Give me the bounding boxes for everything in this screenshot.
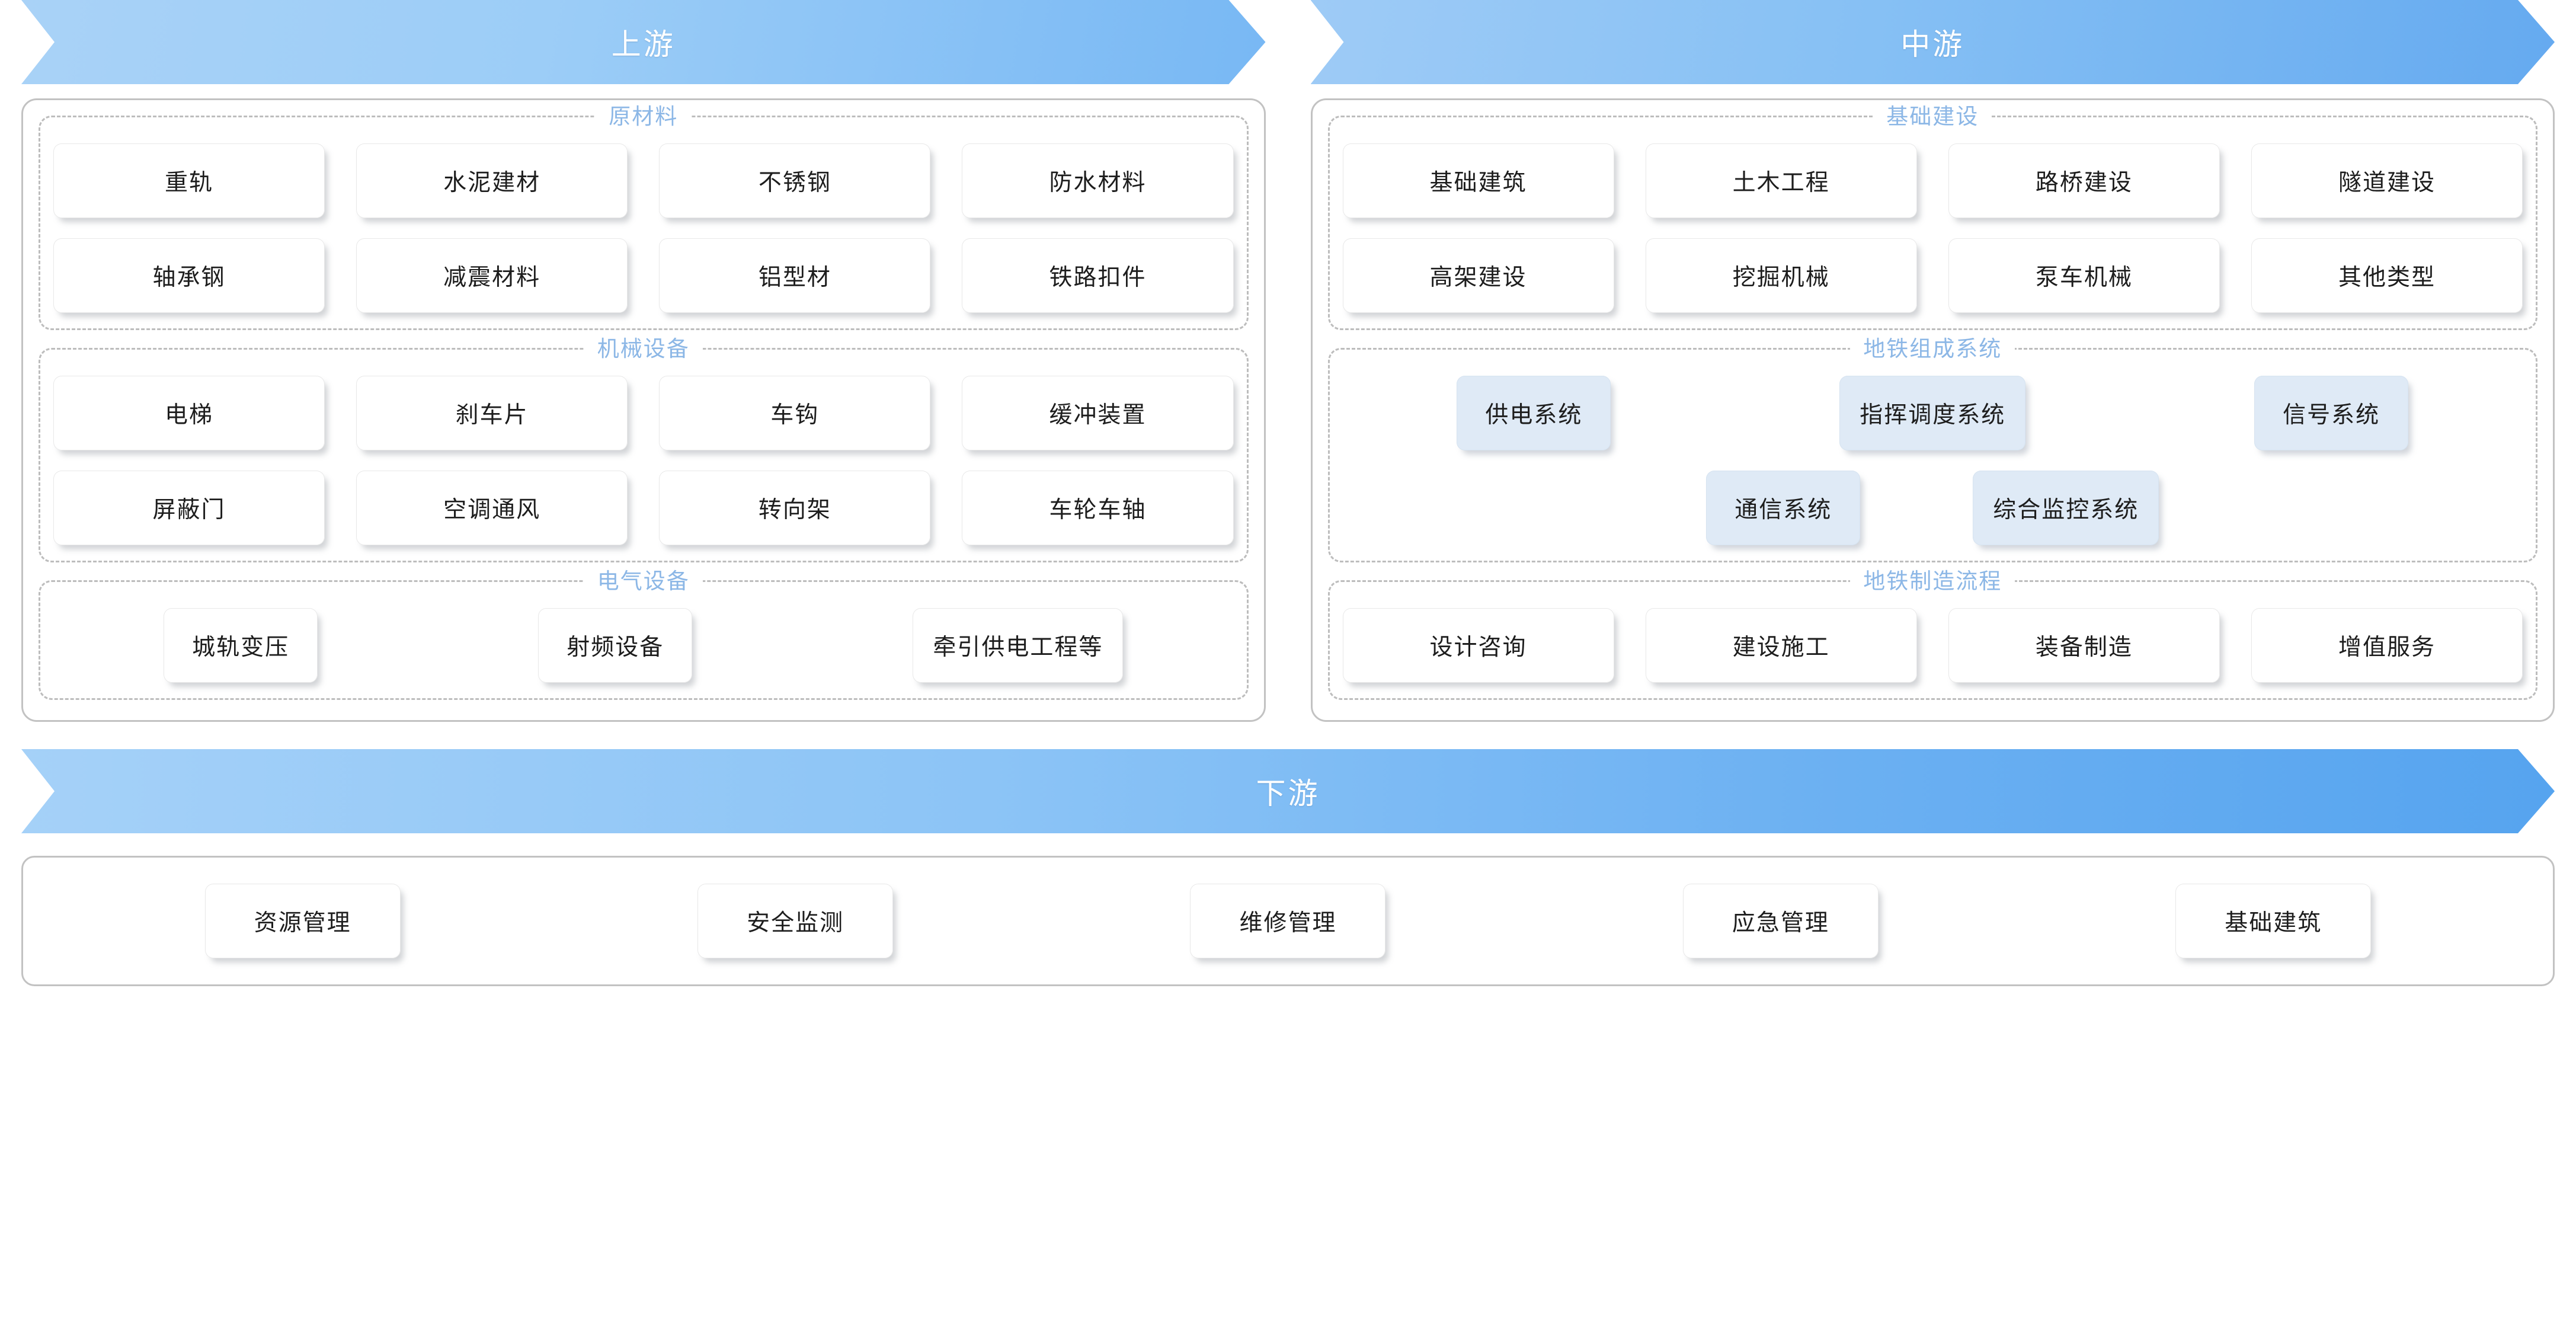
card-item[interactable]: 缓冲装置 (962, 376, 1234, 450)
group-infrastructure-construction: 基础建设 基础建筑 土木工程 路桥建设 隧道建设 高架建设 挖掘机械 泵车机械 (1327, 103, 2537, 330)
card-row: 通信系统 综合监控系统 (1343, 471, 2523, 545)
card-item[interactable]: 信号系统 (2254, 376, 2409, 450)
group-title-raw-materials: 原材料 (596, 103, 692, 130)
downstream-banner-label: 下游 (1256, 777, 1320, 810)
card-item[interactable]: 其他类型 (2251, 238, 2523, 313)
card-item[interactable]: 土木工程 (1645, 143, 1917, 218)
group-electrical-equipment: 电气设备 城轨变压 射频设备 牵引供电工程等 (39, 568, 1249, 700)
card-item[interactable]: 装备制造 (1948, 608, 2220, 683)
card-item[interactable]: 增值服务 (2251, 608, 2523, 683)
upstream-panel: 原材料 重轨 水泥建材 不锈钢 防水材料 轴承钢 减震材料 铝型材 铁路扣件 (21, 98, 1266, 722)
group-title-metro-subsystems: 地铁组成系统 (1850, 335, 2015, 363)
card-item[interactable]: 车轮车轴 (962, 471, 1234, 545)
card-item[interactable]: 铁路扣件 (962, 238, 1234, 313)
upstream-banner-label: 上游 (611, 28, 676, 61)
card-item[interactable]: 应急管理 (1682, 884, 1879, 958)
card-item[interactable]: 水泥建材 (356, 143, 628, 218)
top-banner-row: 上游 中游 (0, 0, 2576, 84)
downstream-banner-row: 下游 (0, 749, 2576, 833)
card-item[interactable]: 铝型材 (659, 238, 931, 313)
group-title-electrical-equipment: 电气设备 (584, 568, 703, 595)
midstream-panel: 基础建设 基础建筑 土木工程 路桥建设 隧道建设 高架建设 挖掘机械 泵车机械 (1310, 98, 2555, 722)
card-item[interactable]: 通信系统 (1706, 471, 1861, 545)
card-item[interactable]: 轴承钢 (53, 238, 325, 313)
group-raw-materials: 原材料 重轨 水泥建材 不锈钢 防水材料 轴承钢 减震材料 铝型材 铁路扣件 (39, 103, 1249, 330)
card-item[interactable]: 车钩 (659, 376, 931, 450)
card-row: 轴承钢 减震材料 铝型材 铁路扣件 (53, 238, 1234, 313)
upstream-banner[interactable]: 上游 (21, 0, 1266, 84)
card-item[interactable]: 安全监测 (697, 884, 894, 958)
card-row: 屏蔽门 空调通风 转向架 车轮车轴 (53, 471, 1234, 545)
group-title-metro-manufacturing-process: 地铁制造流程 (1850, 568, 2015, 595)
upstream-banner-cell: 上游 (21, 0, 1266, 84)
upstream-column: 原材料 重轨 水泥建材 不锈钢 防水材料 轴承钢 减震材料 铝型材 铁路扣件 (21, 98, 1266, 722)
card-item[interactable]: 建设施工 (1645, 608, 1917, 683)
downstream-panel: 资源管理 安全监测 维修管理 应急管理 基础建筑 (21, 856, 2555, 986)
downstream-banner[interactable]: 下游 (21, 749, 2555, 833)
card-item[interactable]: 泵车机械 (1948, 238, 2220, 313)
card-item[interactable]: 挖掘机械 (1645, 238, 1917, 313)
card-item[interactable]: 减震材料 (356, 238, 628, 313)
group-title-infrastructure-construction: 基础建设 (1873, 103, 1992, 130)
group-metro-manufacturing-process: 地铁制造流程 设计咨询 建设施工 装备制造 增值服务 (1327, 568, 2537, 700)
card-item[interactable]: 不锈钢 (659, 143, 931, 218)
card-row: 城轨变压 射频设备 牵引供电工程等 (53, 608, 1234, 683)
group-mechanical-equipment: 机械设备 电梯 刹车片 车钩 缓冲装置 屏蔽门 空调通风 转向架 车轮车轴 (39, 335, 1249, 562)
card-item[interactable]: 综合监控系统 (1973, 471, 2159, 545)
group-title-mechanical-equipment: 机械设备 (584, 335, 703, 363)
downstream-section: 资源管理 安全监测 维修管理 应急管理 基础建筑 (0, 856, 2576, 986)
midstream-banner-cell: 中游 (1311, 0, 2555, 84)
card-item[interactable]: 资源管理 (204, 884, 401, 958)
card-item[interactable]: 指挥调度系统 (1839, 376, 2026, 450)
card-item[interactable]: 维修管理 (1190, 884, 1386, 958)
card-item[interactable]: 转向架 (659, 471, 931, 545)
card-row: 资源管理 安全监测 维修管理 应急管理 基础建筑 (56, 884, 2520, 958)
card-item[interactable]: 牵引供电工程等 (913, 608, 1124, 683)
card-row: 基础建筑 土木工程 路桥建设 隧道建设 (1342, 143, 2523, 218)
card-item[interactable]: 防水材料 (962, 143, 1234, 218)
card-item[interactable]: 城轨变压 (164, 608, 318, 683)
card-item[interactable]: 空调通风 (356, 471, 628, 545)
card-item[interactable]: 屏蔽门 (53, 471, 325, 545)
content-columns: 原材料 重轨 水泥建材 不锈钢 防水材料 轴承钢 减震材料 铝型材 铁路扣件 (0, 98, 2576, 722)
card-item[interactable]: 高架建设 (1342, 238, 1614, 313)
card-row: 电梯 刹车片 车钩 缓冲装置 (53, 376, 1234, 450)
card-item[interactable]: 隧道建设 (2251, 143, 2523, 218)
group-metro-subsystems: 地铁组成系统 供电系统 指挥调度系统 信号系统 通信系统 综合监控系统 (1327, 335, 2537, 562)
card-item[interactable]: 基础建筑 (1342, 143, 1614, 218)
card-row: 设计咨询 建设施工 装备制造 增值服务 (1342, 608, 2523, 683)
card-item[interactable]: 射频设备 (538, 608, 693, 683)
card-item[interactable]: 基础建筑 (2175, 884, 2372, 958)
card-item[interactable]: 路桥建设 (1948, 143, 2220, 218)
card-item[interactable]: 设计咨询 (1342, 608, 1614, 683)
midstream-banner-label: 中游 (1900, 28, 1965, 61)
card-item[interactable]: 供电系统 (1457, 376, 1611, 450)
card-item[interactable]: 重轨 (53, 143, 325, 218)
card-row: 高架建设 挖掘机械 泵车机械 其他类型 (1342, 238, 2523, 313)
card-row: 重轨 水泥建材 不锈钢 防水材料 (53, 143, 1234, 218)
midstream-banner[interactable]: 中游 (1311, 0, 2555, 84)
downstream-banner-cell: 下游 (21, 749, 2555, 833)
card-item[interactable]: 电梯 (53, 376, 325, 450)
card-row: 供电系统 指挥调度系统 信号系统 (1343, 376, 2523, 450)
midstream-column: 基础建设 基础建筑 土木工程 路桥建设 隧道建设 高架建设 挖掘机械 泵车机械 (1310, 98, 2555, 722)
card-item[interactable]: 刹车片 (356, 376, 628, 450)
